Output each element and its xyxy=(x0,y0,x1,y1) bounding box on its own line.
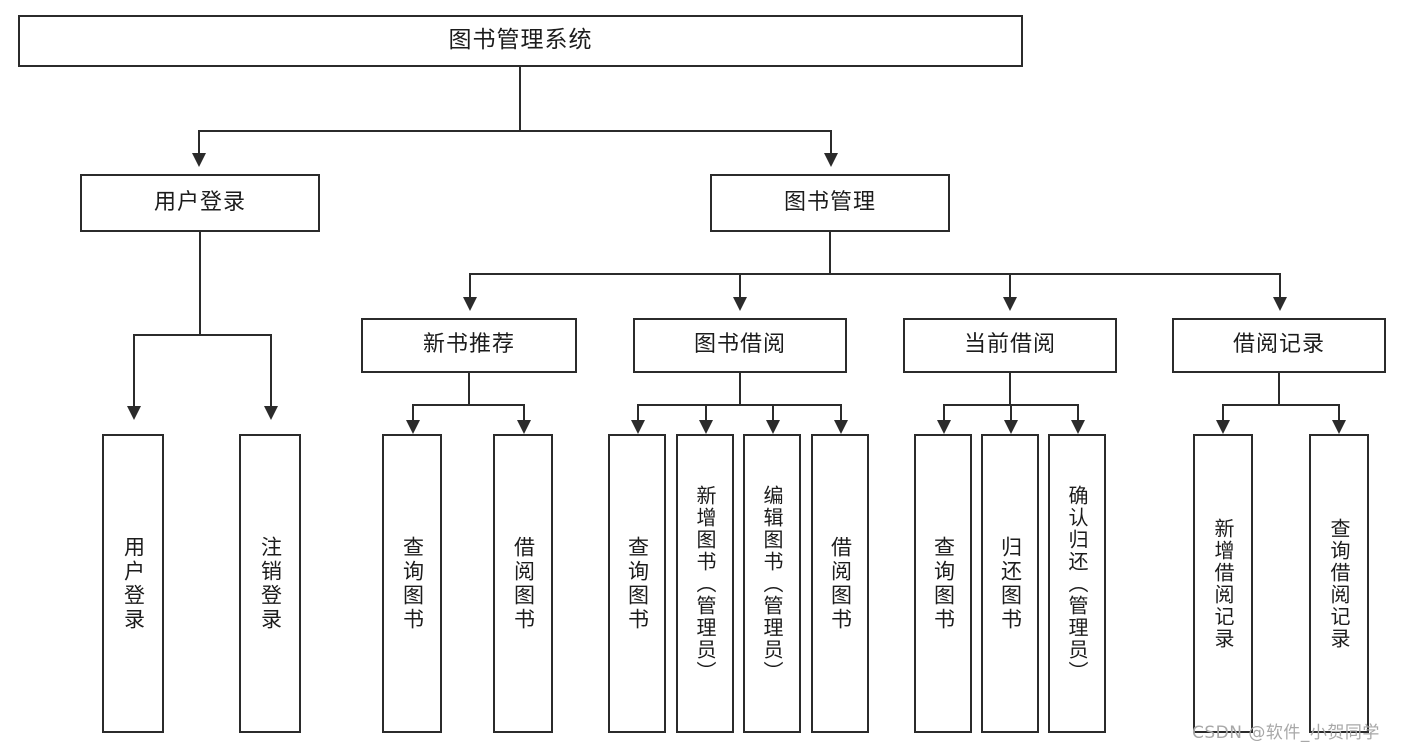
connector-user-login-stem xyxy=(199,232,201,335)
arrowhead-leaf-query-book-2 xyxy=(631,420,645,434)
leaf-return-book[interactable]: 归还图书 xyxy=(981,434,1039,733)
arrowhead-leaf-logout xyxy=(264,406,278,420)
arrowhead-leaf-query-book-1 xyxy=(406,420,420,434)
node-new-book-recommend[interactable]: 新书推荐 xyxy=(361,318,577,373)
arrowhead-borrow-record xyxy=(1273,297,1287,311)
leaf-logout[interactable]: 注销登录 xyxy=(239,434,301,733)
connector-borrow-record-bar xyxy=(1222,404,1340,406)
leaf-edit-book[interactable]: 编辑图书（管理员） xyxy=(743,434,801,733)
connector-drop-leaf-query-book-3 xyxy=(943,404,945,422)
connector-drop-leaf-query-record xyxy=(1338,404,1340,422)
connector-book-manage-bar xyxy=(469,273,1280,275)
node-label: 图书管理 xyxy=(783,189,876,215)
connector-drop-leaf-borrow-book-1 xyxy=(523,404,525,422)
arrowhead-leaf-borrow-book-2 xyxy=(834,420,848,434)
connector-drop-leaf-user-login xyxy=(133,334,135,408)
arrowhead-book-borrow xyxy=(733,297,747,311)
connector-drop-leaf-query-book-1 xyxy=(412,404,414,422)
connector-drop-user-login xyxy=(198,130,200,155)
leaf-query-record[interactable]: 查询借阅记录 xyxy=(1309,434,1369,733)
connector-current-borrow-stem xyxy=(1009,373,1011,405)
node-label: 注销登录 xyxy=(258,535,283,632)
node-label: 当前借阅 xyxy=(963,332,1056,358)
connector-drop-leaf-add-record xyxy=(1222,404,1224,422)
connector-drop-leaf-query-book-2 xyxy=(637,404,639,422)
connector-book-manage-stem xyxy=(829,232,831,274)
connector-drop-leaf-logout xyxy=(270,334,272,408)
node-label: 查询图书 xyxy=(931,535,956,632)
connector-user-login-bar xyxy=(133,334,272,336)
node-label: 图书管理系统 xyxy=(448,27,593,54)
arrowhead-book-manage xyxy=(824,153,838,167)
node-label: 查询图书 xyxy=(400,535,425,632)
node-borrow-record[interactable]: 借阅记录 xyxy=(1172,318,1386,373)
arrowhead-leaf-borrow-book-1 xyxy=(517,420,531,434)
arrowhead-leaf-edit-book xyxy=(766,420,780,434)
connector-root-stem xyxy=(519,67,521,131)
node-label: 图书借阅 xyxy=(693,332,786,358)
node-label: 借阅记录 xyxy=(1232,332,1325,358)
node-label: 确认归还（管理员） xyxy=(1065,484,1089,683)
node-root-system[interactable]: 图书管理系统 xyxy=(18,15,1023,67)
node-label: 查询图书 xyxy=(625,535,650,632)
connector-root-bar xyxy=(198,130,832,132)
connector-drop-leaf-add-book xyxy=(705,404,707,422)
connector-drop-leaf-confirm-return xyxy=(1077,404,1079,422)
node-user-login[interactable]: 用户登录 xyxy=(80,174,320,232)
connector-drop-leaf-edit-book xyxy=(772,404,774,422)
connector-new-book-bar xyxy=(412,404,525,406)
node-label: 用户登录 xyxy=(153,189,246,215)
node-label: 借阅图书 xyxy=(828,535,853,632)
leaf-borrow-book-2[interactable]: 借阅图书 xyxy=(811,434,869,733)
arrowhead-current-borrow xyxy=(1003,297,1017,311)
connector-drop-current-borrow xyxy=(1009,273,1011,299)
arrowhead-leaf-add-book xyxy=(699,420,713,434)
connector-drop-leaf-return-book xyxy=(1010,404,1012,422)
leaf-query-book-2[interactable]: 查询图书 xyxy=(608,434,666,733)
connector-book-borrow-stem xyxy=(739,373,741,405)
arrowhead-leaf-query-book-3 xyxy=(937,420,951,434)
connector-book-borrow-bar xyxy=(637,404,841,406)
arrowhead-user-login xyxy=(192,153,206,167)
node-label: 归还图书 xyxy=(998,535,1023,632)
node-label: 新增图书（管理员） xyxy=(693,484,717,683)
node-label: 查询借阅记录 xyxy=(1327,517,1351,650)
leaf-add-record[interactable]: 新增借阅记录 xyxy=(1193,434,1253,733)
leaf-query-book-3[interactable]: 查询图书 xyxy=(914,434,972,733)
node-label: 借阅图书 xyxy=(511,535,536,632)
leaf-add-book[interactable]: 新增图书（管理员） xyxy=(676,434,734,733)
connector-drop-leaf-borrow-book-2 xyxy=(840,404,842,422)
node-current-borrow[interactable]: 当前借阅 xyxy=(903,318,1117,373)
arrowhead-leaf-add-record xyxy=(1216,420,1230,434)
connector-drop-book-borrow xyxy=(739,273,741,299)
arrowhead-leaf-confirm-return xyxy=(1071,420,1085,434)
csdn-watermark: CSDN @软件_小贺同学 xyxy=(1192,723,1380,743)
arrowhead-leaf-return-book xyxy=(1004,420,1018,434)
leaf-confirm-return[interactable]: 确认归还（管理员） xyxy=(1048,434,1106,733)
node-label: 新增借阅记录 xyxy=(1211,517,1235,650)
connector-drop-new-book xyxy=(469,273,471,299)
arrowhead-new-book xyxy=(463,297,477,311)
connector-drop-borrow-record xyxy=(1279,273,1281,299)
leaf-user-login[interactable]: 用户登录 xyxy=(102,434,164,733)
leaf-query-book-1[interactable]: 查询图书 xyxy=(382,434,442,733)
node-book-borrow[interactable]: 图书借阅 xyxy=(633,318,847,373)
arrowhead-leaf-user-login xyxy=(127,406,141,420)
connector-drop-book-manage xyxy=(830,130,832,155)
node-book-manage[interactable]: 图书管理 xyxy=(710,174,950,232)
node-label: 新书推荐 xyxy=(422,332,515,358)
node-label: 用户登录 xyxy=(121,535,146,632)
arrowhead-leaf-query-record xyxy=(1332,420,1346,434)
node-label: 编辑图书（管理员） xyxy=(760,484,784,683)
leaf-borrow-book-1[interactable]: 借阅图书 xyxy=(493,434,553,733)
connector-borrow-record-stem xyxy=(1278,373,1280,405)
connector-new-book-stem xyxy=(468,373,470,405)
